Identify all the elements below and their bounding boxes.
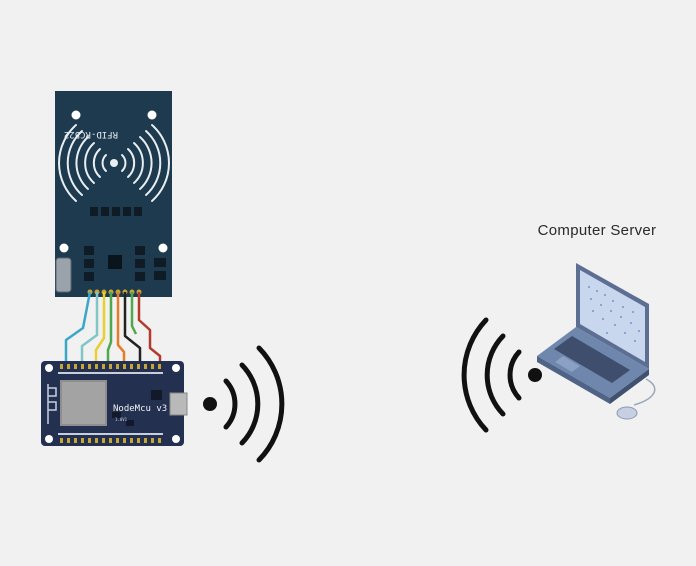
- nodemcu-board: NodeMcu v3 1.0V1: [41, 361, 188, 446]
- rfid-module: RFID-RC522: [55, 91, 172, 297]
- rfid-label: RFID-RC522: [64, 129, 118, 139]
- nodemcu-sublabel: 1.0V1: [115, 417, 128, 422]
- mouse-icon: [616, 378, 656, 420]
- wifi-signal-icon: [461, 317, 542, 433]
- connection-wires: [64, 291, 162, 368]
- server-label: Computer Server: [537, 222, 657, 239]
- wifi-signal-icon: [203, 345, 285, 463]
- rfid-antenna-icon: [58, 124, 170, 202]
- nodemcu-label: NodeMcu v3: [113, 404, 167, 414]
- laptop-icon: [537, 263, 649, 404]
